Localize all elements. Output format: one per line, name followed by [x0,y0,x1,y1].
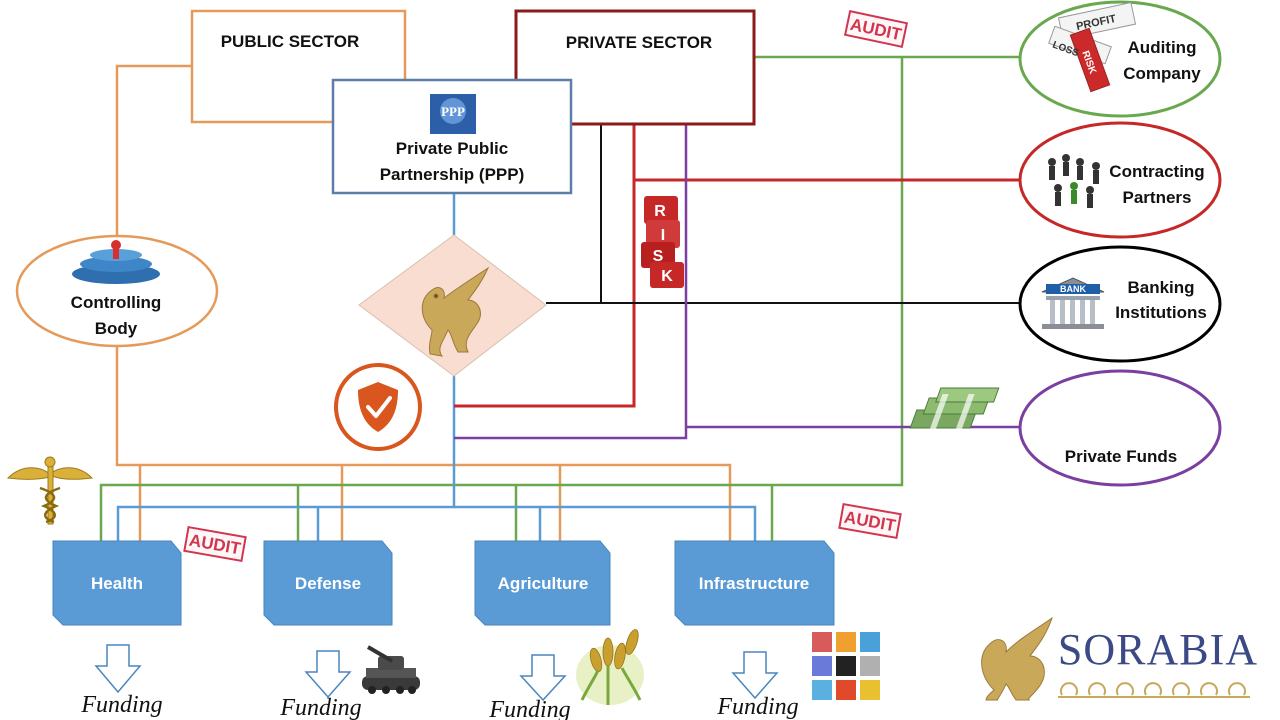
bank-sign-text: BANK [1060,284,1086,294]
funding-label-infrastructure: Funding [716,694,798,720]
risk-letter-r: R [654,203,666,220]
green-connectors [99,55,1020,541]
infrastructure-tiles-icon [812,632,880,700]
red-connectors [454,124,1020,408]
ppp-logo-icon: PPP [430,94,476,134]
controlling-body-line1: Controlling [71,293,162,312]
private-sector-box: PRIVATE SECTOR [514,9,756,126]
controlling-body-line2: Body [95,319,138,338]
risk-letter-k: K [661,268,673,285]
black-connectors [546,124,1020,304]
private-sector-title: PRIVATE SECTOR [566,33,712,52]
ppp-logo-text: PPP [441,104,465,119]
blue-connectors [116,193,757,541]
department-health-label: Health [91,574,143,593]
bank-building-icon: BANK [1041,277,1105,329]
audit-stamp-infrastructure: AUDIT [838,502,902,540]
brand-name: SORABIA [1058,625,1258,674]
public-sector-title: PUBLIC SECTOR [221,32,360,51]
people-crowd-icon [72,240,160,284]
private-funds-label: Private Funds [1065,447,1177,466]
department-agriculture: Agriculture [474,540,611,626]
sorabia-logo: SORABIA [981,616,1258,701]
brand-ornament [1058,682,1250,698]
griffin-icon [421,266,490,357]
funding-label-health: Funding [80,692,162,718]
department-infrastructure-label: Infrastructure [699,574,810,593]
risk-letter-i: I [661,227,665,244]
ppp-box: PPP Private Public Partnership (PPP) [331,78,573,195]
department-defense: Defense [263,540,393,626]
wheat-icon [576,629,644,705]
money-stack-icon [909,387,1000,430]
department-health: Health [52,540,182,626]
griffin-logo-icon [981,616,1053,701]
private-funds-node: Private Funds [909,369,1222,487]
controlling-body-node: Controlling Body [15,234,219,348]
risk-letter-s: S [653,248,664,265]
profit-loss-dice-icon: PROFIT RISK LOSS [1048,1,1137,93]
contracting-partners-node: Contracting Partners [1018,121,1222,239]
governance-diamond [358,234,547,377]
banking-institutions-line1: Banking [1127,278,1194,297]
funding-arrow-agriculture: Funding [488,654,571,720]
risk-dice-icon: R I S K [641,196,684,288]
auditing-company-line2: Company [1123,64,1201,83]
business-people-icon [1048,154,1100,208]
auditing-company-node: PROFIT RISK LOSS Auditing Company [1018,0,1222,118]
audit-stamp-health: AUDIT [183,525,247,563]
auditing-company-line1: Auditing [1128,38,1197,57]
audit-stamp-top: AUDIT [843,10,909,48]
funding-label-agriculture: Funding [488,697,570,720]
ppp-label-line1: Private Public [396,139,508,158]
banking-institutions-line2: Institutions [1115,303,1207,322]
tank-icon [362,645,420,694]
contracting-partners-line2: Partners [1123,188,1192,207]
funding-arrow-health: Funding [80,644,163,718]
banking-institutions-node: BANK Banking Institutions [1018,245,1222,363]
funding-label-defense: Funding [279,695,361,720]
department-agriculture-label: Agriculture [498,574,589,593]
caduceus-icon [6,456,94,525]
funding-arrow-infrastructure: Funding [716,651,799,720]
funding-arrow-defense: Funding [279,650,362,720]
shield-check-icon [334,363,422,451]
department-defense-label: Defense [295,574,361,593]
department-infrastructure: Infrastructure [674,540,835,626]
ppp-label-line2: Partnership (PPP) [380,165,525,184]
contracting-partners-line1: Contracting [1109,162,1204,181]
